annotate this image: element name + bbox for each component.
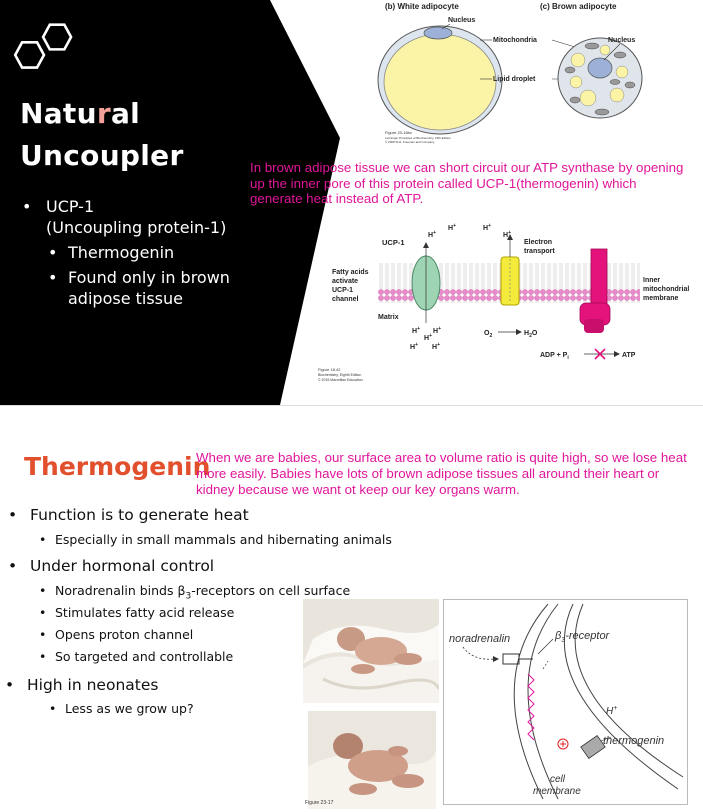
cell-label: cell	[550, 774, 566, 785]
water-label: H2O	[524, 330, 538, 339]
bullet-less-as-grow: Less as we grow up?	[49, 701, 194, 716]
photo-caption: Figure 23-17	[305, 800, 334, 806]
annotation-note: In brown adipose tissue we can short cir…	[250, 160, 684, 206]
membrane-caption-3: © 2015 Macmillan Education	[318, 378, 363, 382]
slide-thermogenin: Thermogenin When we are babies, our surf…	[0, 405, 703, 812]
svg-text:H+: H+	[503, 230, 511, 239]
bullet-noradrenalin: Noradrenalin binds β3-receptors on cell …	[39, 583, 350, 602]
membrane-figure: UCP-1 Fatty acids activate UCP-1 channel…	[318, 223, 689, 382]
brown-adipocyte-label: (c) Brown adipocyte	[540, 2, 617, 11]
inner-membrane-label-2: mitochondrial	[643, 286, 689, 293]
white-adipocyte-label: (b) White adipocyte	[385, 2, 459, 11]
svg-text:H+: H+	[432, 342, 440, 351]
fatty-acid-label-2: activate	[332, 278, 358, 285]
membrane-caption-1: Figure 18.42	[318, 367, 341, 372]
bullet-targeted: So targeted and controllable	[39, 649, 233, 664]
figure-caption-top-2: Lehninger Principles of Biochemistry, Fi…	[385, 136, 451, 140]
bullet-thermogenin: Thermogenin	[22, 242, 230, 263]
bullet-neonates: High in neonates	[5, 676, 159, 694]
slide2-title: Thermogenin	[24, 452, 211, 481]
brown-adipocyte-cell	[557, 37, 643, 119]
electron-label-1: Electron	[524, 239, 552, 246]
slide-natural-uncoupler: Natural Uncoupler UCP-1 (Uncoupling prot…	[0, 0, 703, 405]
atp-synthase-shape	[579, 248, 611, 333]
hexagon-logo-icon	[13, 23, 73, 69]
fatty-acid-label-3: UCP-1	[332, 287, 353, 294]
receptor-diagram: noradrenalin β3-receptor H+ thermogenin …	[443, 599, 688, 805]
bullet-proton-channel: Opens proton channel	[39, 627, 193, 642]
svg-text:H+: H+	[424, 333, 432, 342]
svg-text:H+: H+	[412, 326, 420, 335]
baby-photo-top	[303, 599, 439, 703]
nucleus-label: Nucleus	[448, 17, 475, 24]
figure-caption-top-3: © 2008 W.H. Freeman and Company	[385, 140, 435, 144]
svg-text:H+: H+	[428, 230, 436, 239]
membrane-caption-2: Biochemistry, Eighth Edition	[318, 373, 361, 377]
bullet-brown-adipose: Found only in brown adipose tissue	[22, 267, 230, 309]
adp-label: ADP + Pi	[540, 352, 569, 361]
svg-text:H+: H+	[448, 223, 456, 232]
membrane-label: membrane	[533, 786, 581, 797]
ucp1-label: UCP-1	[382, 238, 405, 247]
inner-membrane-label-1: Inner	[643, 277, 660, 284]
bullet-ucp1: UCP-1 (Uncoupling protein-1)	[22, 196, 230, 238]
figure-caption-top: Figure 23-16bc	[385, 130, 412, 135]
lipid-droplet-label: Lipid droplet	[493, 76, 536, 83]
hplus-label: H+	[606, 705, 617, 717]
bullet-small-mammals: Especially in small mammals and hibernat…	[39, 532, 392, 547]
svg-text:H+: H+	[410, 342, 418, 351]
fatty-acid-label-4: channel	[332, 296, 359, 303]
white-adipocyte-cell	[377, 25, 503, 135]
thermogenin-channel-shape	[580, 734, 606, 760]
proton-labels: H+ H+ H+ H+ H+ H+ H+ H+ H+	[410, 223, 511, 351]
thermogenin-label: thermogenin	[603, 735, 664, 747]
fatty-acid-label-1: Fatty acids	[332, 269, 369, 276]
inner-membrane-label-3: membrane	[643, 295, 679, 302]
slide2-annotation-note: When we are babies, our surface area to …	[196, 450, 687, 497]
electron-label-2: transport	[524, 248, 555, 255]
mitochondria-label: Mitochondria	[493, 37, 537, 44]
matrix-label: Matrix	[378, 314, 399, 321]
signal-zigzag	[527, 673, 535, 741]
nucleus-brown-label: Nucleus	[608, 37, 635, 44]
svg-text:H+: H+	[483, 223, 491, 232]
atp-label: ATP	[622, 352, 636, 359]
bullet-fatty-acid: Stimulates fatty acid release	[39, 605, 234, 620]
baby-photo-bottom	[308, 711, 436, 809]
noradrenalin-label: noradrenalin	[449, 633, 510, 645]
bullet-hormonal: Under hormonal control	[8, 557, 214, 575]
slide-bullets: UCP-1 (Uncoupling protein-1) Thermogenin…	[22, 196, 230, 309]
slide-title: Natural Uncoupler	[20, 97, 184, 172]
beta-receptor-label: β3-receptor	[554, 630, 611, 644]
svg-text:H+: H+	[433, 326, 441, 335]
bullet-function: Function is to generate heat	[8, 506, 249, 524]
oxygen-label: O2	[484, 330, 492, 339]
adipocyte-figure: (b) White adipocyte (c) Brown adipocyte …	[377, 2, 643, 144]
